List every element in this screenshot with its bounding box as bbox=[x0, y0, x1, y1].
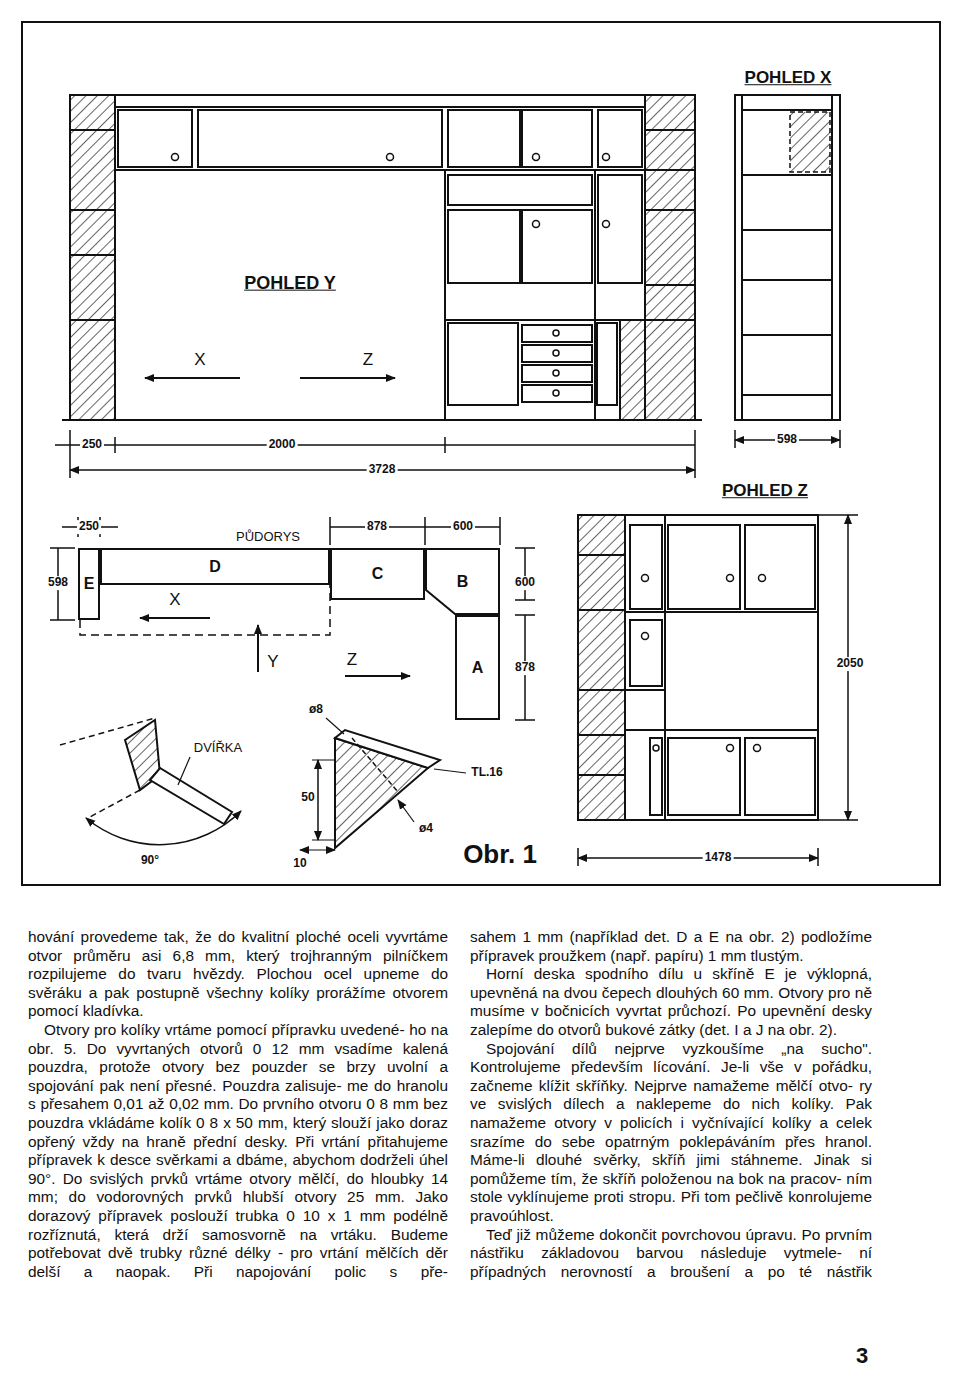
plan-part: B bbox=[425, 548, 500, 615]
dimension: 50 bbox=[299, 791, 316, 805]
text-column: hování provedeme tak, že do kvalitní plo… bbox=[28, 928, 448, 1281]
callout: ø4 bbox=[419, 822, 433, 836]
dimension: 90° bbox=[141, 854, 159, 868]
view-title: POHLED X bbox=[745, 68, 832, 88]
plan-part: A bbox=[455, 615, 500, 720]
text-column: sahem 1 mm (například det. D a E na obr.… bbox=[470, 928, 872, 1281]
page-number: 3 bbox=[856, 1343, 868, 1368]
body-paragraph: Teď již můžeme dokončit povrchovou úprav… bbox=[470, 1226, 872, 1282]
view-letter: X bbox=[194, 350, 205, 370]
dimension: 878 bbox=[365, 520, 389, 534]
callout: DVÍŘKA bbox=[194, 741, 242, 756]
view-title: POHLED Z bbox=[722, 481, 808, 501]
dimension: 600 bbox=[513, 576, 537, 590]
dimension: 598 bbox=[46, 576, 70, 590]
dimension: 3728 bbox=[367, 463, 398, 477]
part-letter: D bbox=[209, 559, 221, 575]
callout: ø8 bbox=[309, 703, 323, 717]
part-letter: C bbox=[372, 566, 384, 582]
part-letter: A bbox=[472, 660, 484, 676]
plan-part: D bbox=[100, 548, 330, 585]
dimension: 250 bbox=[80, 438, 104, 452]
dimension: 2000 bbox=[267, 438, 298, 452]
figure-caption: Obr. 1 bbox=[463, 840, 537, 870]
view-letter: Y bbox=[267, 652, 278, 672]
body-paragraph: Spojování dílů nejprve vyzkoušíme „na su… bbox=[470, 1040, 872, 1226]
part-letter: E bbox=[84, 576, 95, 592]
dimension: 878 bbox=[513, 661, 537, 675]
body-paragraph: hování provedeme tak, že do kvalitní plo… bbox=[28, 928, 448, 1021]
view-letter: Z bbox=[347, 650, 357, 670]
plan-title: PŮDORYS bbox=[236, 530, 300, 545]
dimension: 10 bbox=[293, 857, 306, 871]
body-paragraph: Horní deska spodního dílu u skříně E je … bbox=[470, 965, 872, 1039]
body-paragraph: Otvory pro kolíky vrtáme pomocí přípravk… bbox=[28, 1021, 448, 1281]
callout: TL.16 bbox=[471, 766, 502, 780]
dimension: 598 bbox=[775, 433, 799, 447]
dimension: 2050 bbox=[835, 657, 866, 671]
plan-part: E bbox=[78, 548, 100, 620]
view-letter: Z bbox=[363, 350, 373, 370]
plan-part: C bbox=[330, 548, 425, 600]
dimension: 600 bbox=[451, 520, 475, 534]
view-letter: X bbox=[169, 590, 180, 610]
dimension: 1478 bbox=[703, 851, 734, 865]
part-letter: B bbox=[457, 574, 469, 590]
dimension: 250 bbox=[77, 520, 101, 534]
view-title: POHLED Y bbox=[244, 273, 336, 294]
body-paragraph: sahem 1 mm (například det. D a E na obr.… bbox=[470, 928, 872, 965]
